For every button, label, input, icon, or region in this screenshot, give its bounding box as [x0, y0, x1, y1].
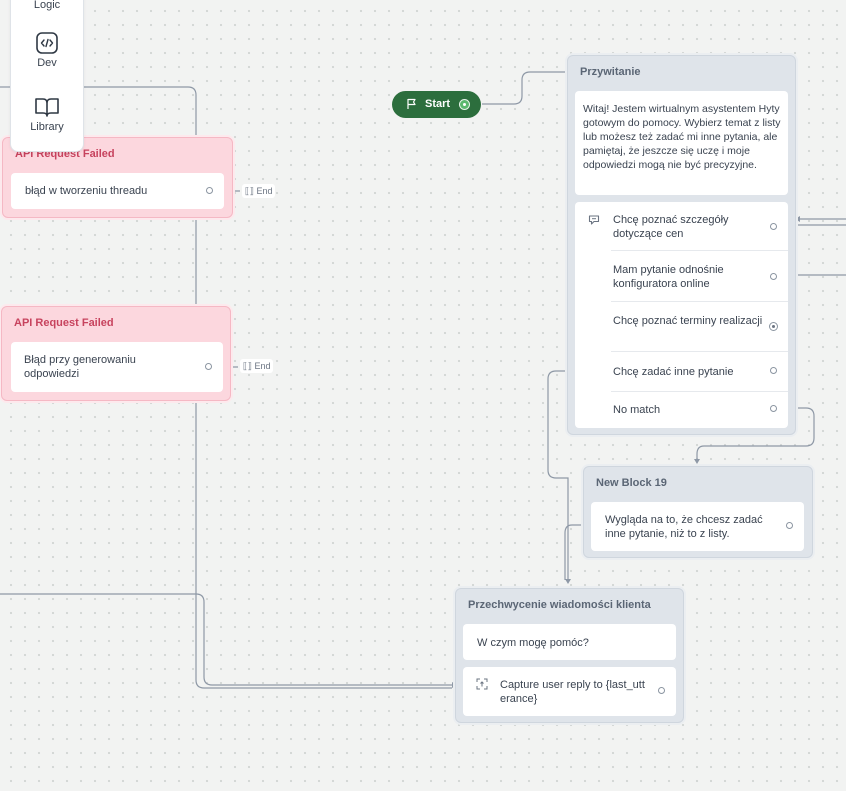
- choice-port[interactable]: [770, 367, 777, 374]
- choice-item[interactable]: Mam pytanie odnośnie konfiguratora onlin…: [613, 263, 763, 291]
- toolbar-item-label: Logic: [33, 0, 61, 11]
- przywitanie-block[interactable]: Przywitanie Witaj! Jestem wirtualnym asy…: [567, 55, 796, 435]
- end-label: End: [254, 361, 271, 371]
- choice-item[interactable]: No match: [613, 403, 763, 417]
- end-label: End: [256, 186, 273, 196]
- toolbar-item-library[interactable]: Library: [11, 95, 83, 133]
- divider: [611, 301, 788, 302]
- start-output-port[interactable]: [459, 99, 470, 110]
- message-step[interactable]: W czym mogę pomóc?: [463, 624, 676, 660]
- choice-label: Chcę poznać szczegóły dotyczące cen: [613, 214, 729, 240]
- choice-port[interactable]: [770, 273, 777, 280]
- divider: [611, 250, 788, 251]
- choice-step[interactable]: Chcę poznać szczegóły dotyczące cen Mam …: [575, 202, 788, 428]
- message-step[interactable]: Wygląda na to, że chcesz zadać inne pyta…: [591, 502, 804, 551]
- flag-icon: [407, 98, 416, 109]
- toolbar-item-dev[interactable]: Dev: [11, 31, 83, 69]
- choice-icon: [588, 215, 600, 225]
- api-failed-block-1[interactable]: API Request Failed błąd w tworzeniu thre…: [2, 137, 233, 218]
- choice-item[interactable]: Chcę zadać inne pytanie: [613, 365, 763, 379]
- start-node[interactable]: Start: [392, 91, 481, 118]
- toolbar-item-label: Library: [30, 121, 64, 133]
- choice-item[interactable]: Chcę poznać terminy realizacji: [613, 314, 763, 328]
- end-icon: ⟦⟧: [245, 186, 254, 196]
- toolbar-item-label: Dev: [37, 57, 57, 69]
- start-label: Start: [425, 98, 451, 110]
- message-text: Witaj! Jestem wirtualnym asystentem Hyty…: [583, 103, 781, 171]
- output-port[interactable]: [786, 522, 793, 529]
- divider: [611, 391, 788, 392]
- choice-label: Chcę poznać terminy realizacji: [613, 315, 763, 327]
- block-title: New Block 19: [596, 477, 667, 489]
- choice-port[interactable]: [770, 223, 777, 230]
- code-icon: [36, 32, 58, 54]
- output-port[interactable]: [658, 687, 665, 694]
- step-text: błąd w tworzeniu threadu: [25, 185, 148, 197]
- no-match-port[interactable]: [770, 405, 777, 412]
- message-step[interactable]: Witaj! Jestem wirtualnym asystentem Hyty…: [575, 91, 788, 195]
- message-text: W czym mogę pomóc?: [477, 637, 589, 649]
- end-icon: ⟦⟧: [243, 361, 252, 371]
- new-block-19[interactable]: New Block 19 Wygląda na to, że chcesz za…: [583, 466, 813, 558]
- capture-text: Capture user reply to {last_utterance}: [500, 679, 645, 705]
- end-node[interactable]: ⟦⟧ End: [242, 184, 276, 198]
- capture-icon: [476, 678, 488, 690]
- block-title: API Request Failed: [14, 317, 114, 329]
- message-text: Wygląda na to, że chcesz zadać inne pyta…: [605, 514, 763, 540]
- step-text: Błąd przy generowaniu odpowiedzi: [24, 354, 136, 380]
- capture-step[interactable]: Capture user reply to {last_utterance}: [463, 667, 676, 716]
- error-step[interactable]: Błąd przy generowaniu odpowiedzi: [11, 342, 223, 392]
- choice-label: Mam pytanie odnośnie konfiguratora onlin…: [613, 264, 724, 290]
- toolbar-item-logic[interactable]: Logic: [11, 0, 83, 11]
- divider: [611, 351, 788, 352]
- output-port[interactable]: [206, 187, 213, 194]
- block-title: Przywitanie: [580, 66, 641, 78]
- choice-item[interactable]: Chcę poznać szczegóły dotyczące cen: [613, 213, 763, 241]
- block-title: Przechwycenie wiadomości klienta: [468, 599, 651, 611]
- error-step[interactable]: błąd w tworzeniu threadu: [11, 173, 224, 209]
- choice-port[interactable]: [769, 322, 778, 331]
- end-node[interactable]: ⟦⟧ End: [240, 359, 274, 373]
- choice-label: Chcę zadać inne pytanie: [613, 366, 734, 378]
- choice-label: No match: [613, 404, 661, 416]
- tool-panel: Logic Dev Library: [10, 0, 84, 152]
- book-icon: [35, 98, 59, 117]
- api-failed-block-2[interactable]: API Request Failed Błąd przy generowaniu…: [1, 306, 231, 401]
- przechwycenie-block[interactable]: Przechwycenie wiadomości klienta W czym …: [455, 588, 684, 723]
- output-port[interactable]: [205, 363, 212, 370]
